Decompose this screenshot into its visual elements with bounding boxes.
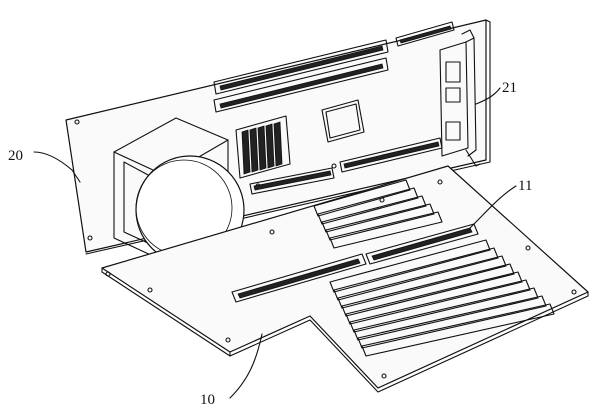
riser-slot-connector [365,223,479,265]
processor-chip [321,99,365,143]
callout-20: 20 [8,148,23,164]
leader-21 [475,87,501,105]
memory-slots [213,39,389,113]
heatsink [235,115,291,179]
callout-10: 10 [200,392,215,408]
base-plate [101,165,589,393]
base-long-connector [231,253,367,303]
leader-11 [469,185,517,229]
callout-21: 21 [502,80,517,96]
callout-11: 11 [518,178,532,194]
expansion-card-bracket [439,29,481,167]
main-slot-bank [329,239,555,357]
leader-20 [33,151,81,183]
top-connector-header [395,21,455,47]
leader-10 [229,333,263,399]
upper-slot-bank [313,179,443,249]
